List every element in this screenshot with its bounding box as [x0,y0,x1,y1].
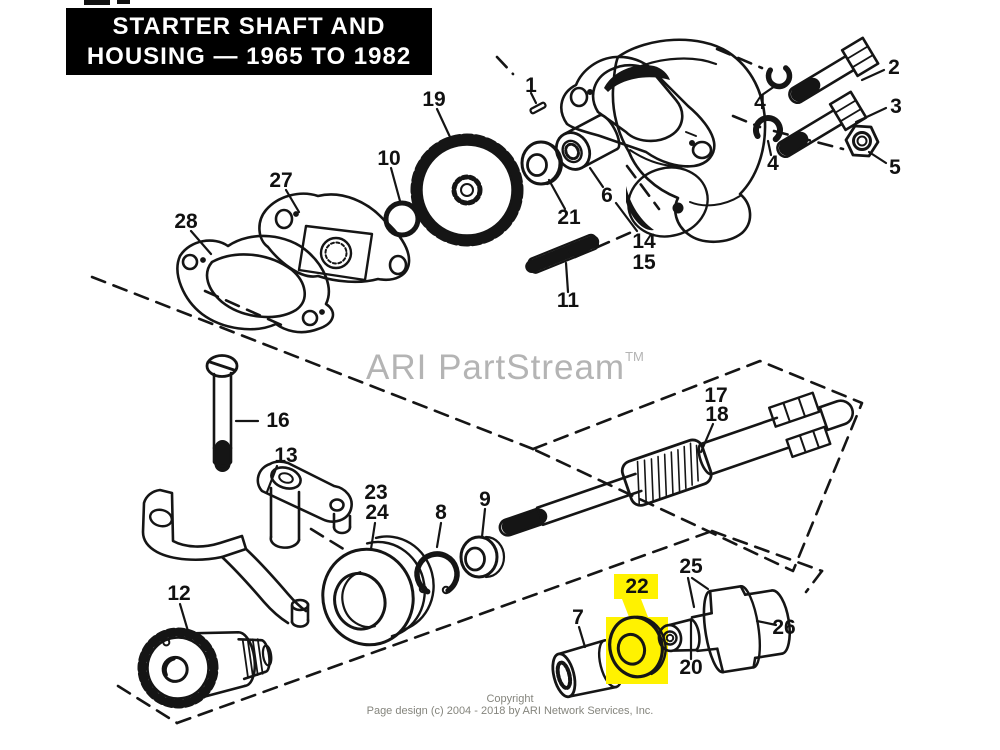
watermark-brand: ARI PartStream [366,348,626,387]
footer-line-1: Copyright [486,693,534,705]
title-line-2: HOUSING — 1965 TO 1982 [86,42,412,70]
part-label-11[interactable]: 11 [556,289,580,312]
part-label-28[interactable]: 28 [174,210,198,233]
part-label-20[interactable]: 20 [679,656,703,679]
part-label-13[interactable]: 13 [274,444,298,467]
part-label-12[interactable]: 12 [167,582,191,605]
lock-washer-4-lower [753,115,783,145]
title-block: STARTER SHAFT AND HOUSING — 1965 TO 1982 [66,8,432,75]
gasket-28 [176,234,335,334]
gear-19 [410,133,524,247]
housing-14-15 [560,38,767,244]
part-label-23[interactable]: 23 [364,481,388,504]
bushing-6 [554,113,621,171]
part-label-15[interactable]: 15 [632,251,656,274]
bolt-3 [776,90,868,158]
part-label-6[interactable]: 6 [601,184,613,207]
nut-5 [844,124,880,158]
snap-ring-8 [414,551,460,597]
screw-16 [205,354,239,472]
part-label-7[interactable]: 7 [572,606,584,629]
footer-copyright: Copyright Page design (c) 2004 - 2018 by… [300,693,720,717]
part-label-24[interactable]: 24 [365,501,389,524]
part-label-25[interactable]: 25 [679,555,703,578]
stud-11 [525,233,602,274]
part-label-16[interactable]: 16 [266,409,290,432]
part-label-14[interactable]: 14 [632,230,656,253]
part-label-4[interactable]: 4 [767,152,779,175]
part-label-22[interactable]: 22 [625,575,649,598]
part-label-19[interactable]: 19 [422,88,446,111]
lock-washer-4-upper [765,62,793,90]
part-label-27[interactable]: 27 [269,169,293,192]
collar-23-24 [321,535,435,647]
sleeve-7 [551,639,623,699]
title-line-1: STARTER SHAFT AND [112,12,386,40]
cropped-text-fragment [84,0,110,5]
part-label-4[interactable]: 4 [754,91,766,114]
starter-drive-12 [137,627,273,709]
part-label-21[interactable]: 21 [557,206,581,229]
bolt-2 [788,36,880,104]
cover-plate-27 [258,192,411,284]
watermark-tm: TM [625,349,644,364]
pin-1 [529,101,547,115]
part-label-3[interactable]: 3 [890,95,902,118]
part-label-1[interactable]: 1 [525,74,537,97]
footer-line-2: Page design (c) 2004 - 2018 by ARI Netwo… [366,705,654,717]
watermark: ARI PartStreamTM [366,348,644,388]
part-label-2[interactable]: 2 [888,56,900,79]
part-label-26[interactable]: 26 [772,616,796,639]
washer-22 [608,615,667,679]
lever-13 [141,460,353,628]
end-cap-26 [657,584,791,674]
leader-lines [178,68,888,661]
bushing-9 [459,535,506,579]
o-ring-10 [383,200,421,238]
part-label-10[interactable]: 10 [377,147,401,170]
part-label-5[interactable]: 5 [889,156,901,179]
part-label-8[interactable]: 8 [435,501,447,524]
part-label-17[interactable]: 17 [704,384,728,407]
starter-shaft-17-18 [498,391,854,537]
cropped-text-fragment [117,0,130,4]
part-label-18[interactable]: 18 [705,403,729,426]
part-label-9[interactable]: 9 [479,488,491,511]
